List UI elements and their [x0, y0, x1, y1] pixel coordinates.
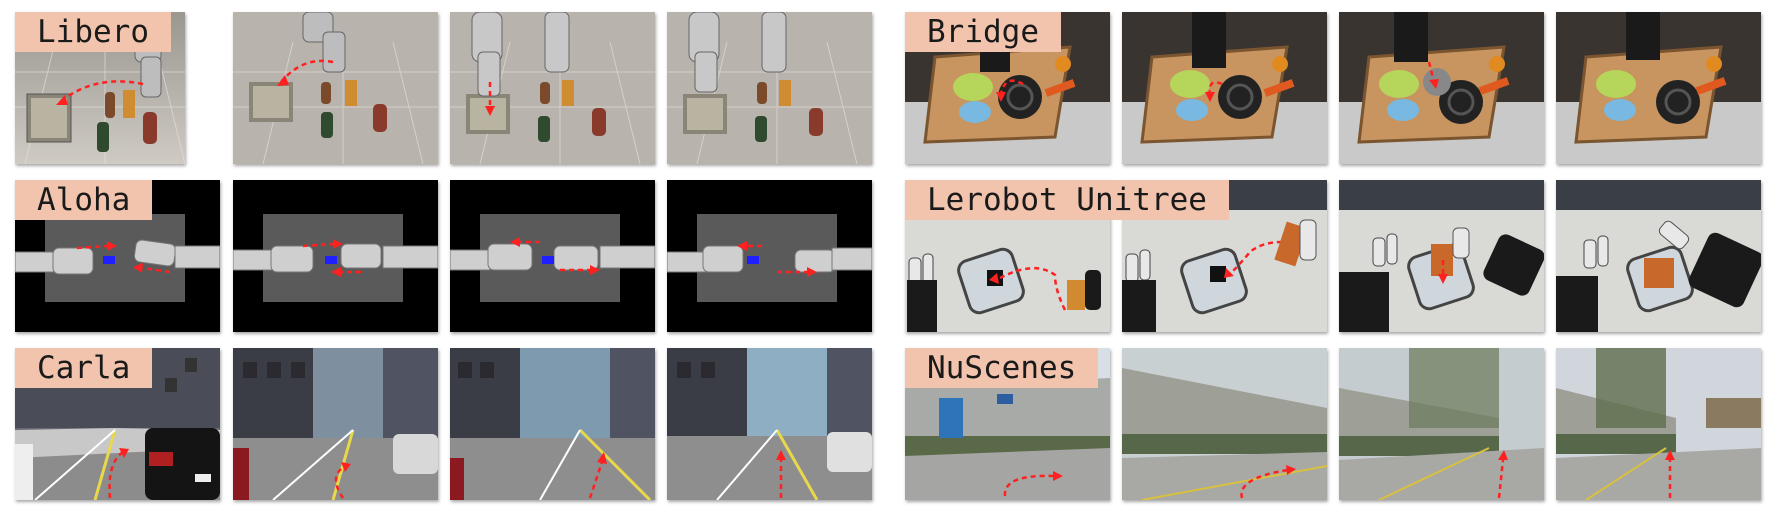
bridge-frame-2	[1122, 12, 1327, 164]
aloha-frame-3	[450, 180, 655, 332]
panel-label-carla: Carla	[15, 348, 153, 388]
libero-frame-3	[450, 12, 655, 164]
carla-frame-3	[450, 348, 655, 500]
panel-label-aloha: Aloha	[15, 180, 153, 220]
panel-label-libero: Libero	[15, 12, 171, 52]
lerobot-frame-3	[1339, 180, 1544, 332]
bridge-frame-4	[1556, 12, 1761, 164]
bridge-frame-3	[1339, 12, 1544, 164]
libero-frame-4	[667, 12, 872, 164]
carla-frame-2	[233, 348, 438, 500]
panel-label-bridge: Bridge	[905, 12, 1061, 52]
nuscenes-frame-2	[1122, 348, 1327, 500]
lerobot-frame-4	[1556, 180, 1761, 332]
aloha-frame-4	[667, 180, 872, 332]
panel-label-lerobot-unitree: Lerobot Unitree	[905, 180, 1229, 220]
panel-label-nuscenes: NuScenes	[905, 348, 1099, 388]
aloha-frame-1	[15, 180, 220, 332]
nuscenes-frame-4	[1556, 348, 1761, 500]
carla-frame-4	[667, 348, 872, 500]
libero-frame-2	[233, 12, 438, 164]
aloha-frame-2	[233, 180, 438, 332]
nuscenes-frame-3	[1339, 348, 1544, 500]
